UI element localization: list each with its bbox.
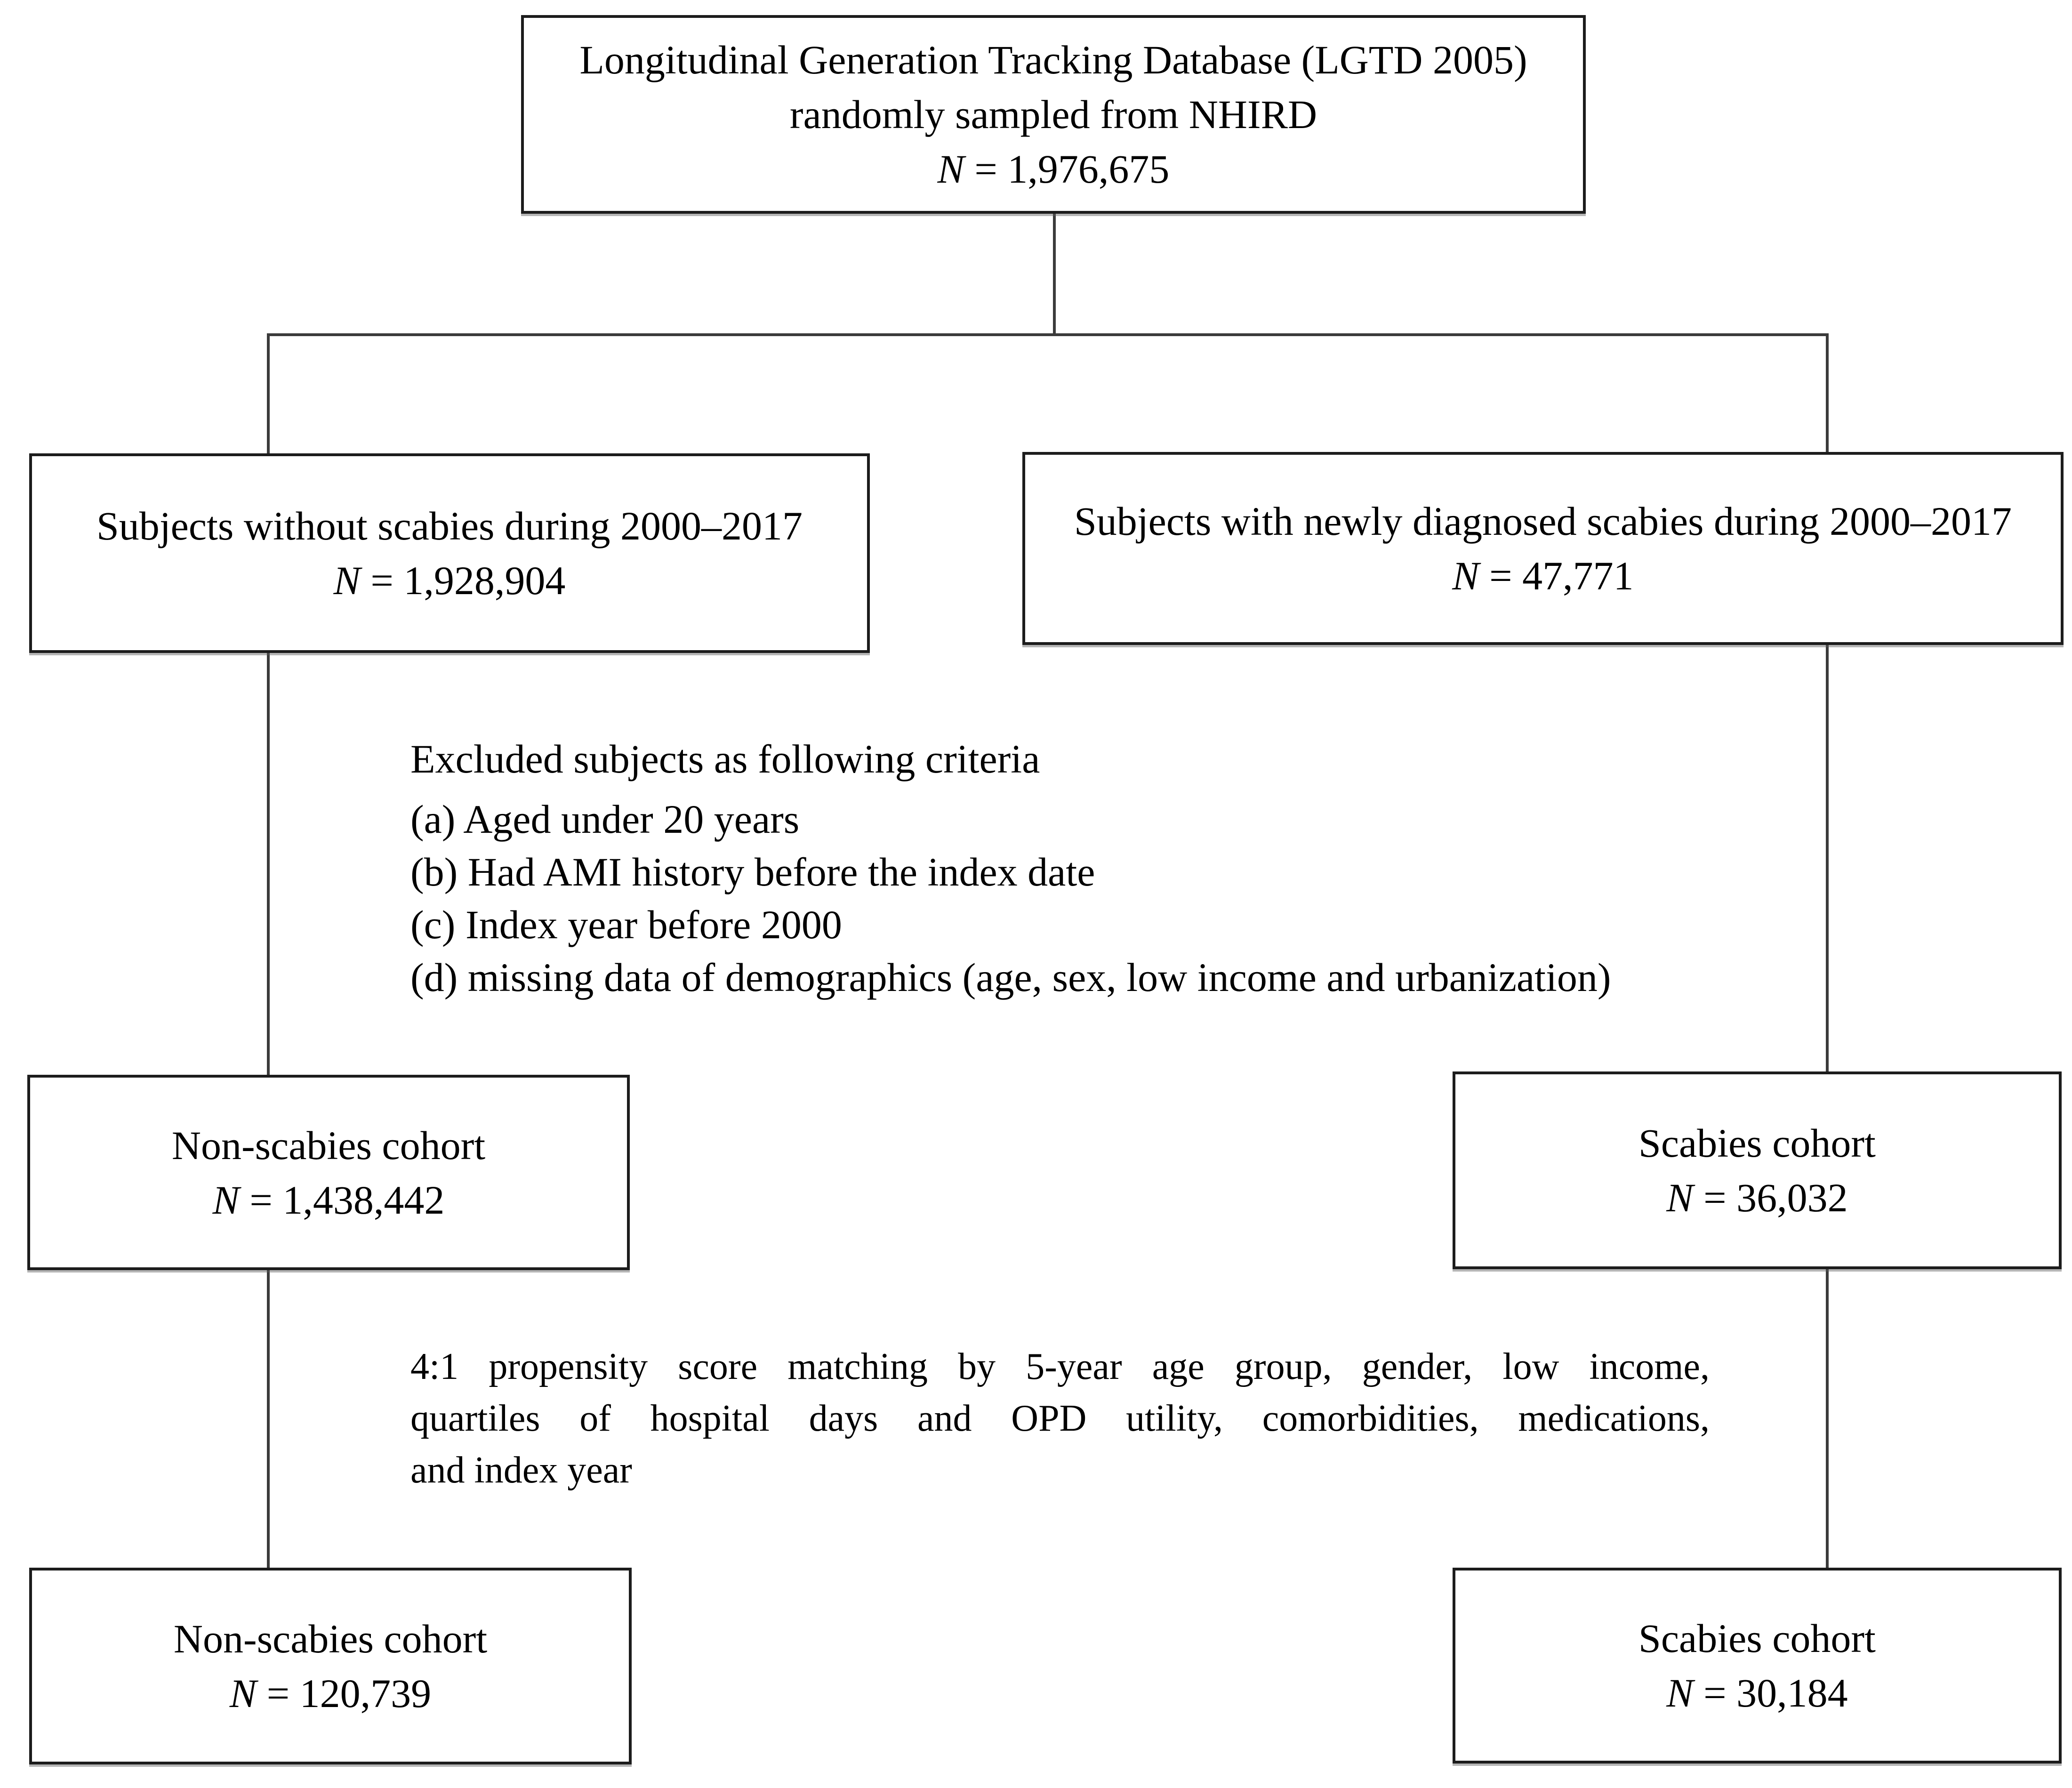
box-title-line: Subjects without scabies during 2000–201… [96, 503, 803, 548]
n-symbol: N [212, 1177, 240, 1223]
n-symbol: N [1666, 1670, 1694, 1716]
connector-left-matching-down [267, 1268, 270, 1569]
n-count-line: N = 36,032 [1666, 1170, 1847, 1225]
box-non-scabies-cohort: Non-scabies cohort N = 1,438,442 [27, 1075, 630, 1270]
box-subjects-with-scabies: Subjects with newly diagnosed scabies du… [1022, 452, 2064, 645]
connector-source-down [1053, 212, 1056, 335]
exclusion-item-b: (b) Had AMI history before the index dat… [410, 849, 1095, 894]
connector-branch-horizontal [267, 333, 1829, 336]
n-value: = 120,739 [257, 1671, 432, 1716]
n-value: = 1,976,675 [964, 146, 1170, 192]
n-value: = 1,438,442 [239, 1177, 445, 1223]
exclusion-item-c: (c) Index year before 2000 [410, 902, 842, 947]
n-symbol: N [333, 558, 361, 603]
box-scabies-cohort-matched: Scabies cohort N = 30,184 [1453, 1568, 2062, 1764]
exclusion-heading: Excluded subjects as following criteria [410, 736, 1040, 781]
n-value: = 47,771 [1479, 553, 1634, 598]
n-count-line: N = 1,976,675 [938, 142, 1170, 196]
box-title-line: Non-scabies cohort [171, 1122, 486, 1168]
box-subjects-without-scabies: Subjects without scabies during 2000–201… [29, 453, 870, 653]
n-value: = 36,032 [1693, 1175, 1848, 1220]
box-title-line: Non-scabies cohort [173, 1616, 488, 1661]
n-symbol: N [1666, 1175, 1694, 1220]
box-subtitle-line: randomly sampled from NHIRD [789, 92, 1317, 137]
exclusion-item-a: (a) Aged under 20 years [410, 797, 800, 842]
exclusion-criteria-note: Excluded subjects as following criteria … [410, 733, 1728, 1004]
n-count-line: N = 1,928,904 [334, 553, 566, 608]
connector-right-exclusion-down [1826, 643, 1829, 1072]
box-title-line: Longitudinal Generation Tracking Databas… [579, 37, 1527, 82]
n-symbol: N [229, 1671, 257, 1716]
matching-note: 4:1 propensity score matching by 5-year … [410, 1341, 1710, 1496]
n-count-line: N = 30,184 [1666, 1666, 1847, 1720]
exclusion-item-d: (d) missing data of demographics (age, s… [410, 955, 1611, 1000]
n-value: = 1,928,904 [360, 558, 566, 603]
connector-right-branch-down [1826, 333, 1829, 454]
n-count-line: N = 1,438,442 [213, 1173, 445, 1227]
connector-left-exclusion-down [267, 651, 270, 1076]
box-title-line: Scabies cohort [1638, 1120, 1876, 1166]
n-count-line: N = 47,771 [1452, 548, 1633, 603]
box-title-line: Subjects with newly diagnosed scabies du… [1074, 499, 2012, 544]
box-non-scabies-cohort-matched: Non-scabies cohort N = 120,739 [29, 1568, 632, 1764]
n-symbol: N [937, 146, 964, 192]
matching-line-2: quartiles of hospital days and OPD utili… [410, 1398, 1710, 1439]
connector-left-branch-down [267, 333, 270, 456]
connector-right-matching-down [1826, 1267, 1829, 1569]
n-symbol: N [1452, 553, 1479, 598]
matching-line-1: 4:1 propensity score matching by 5-year … [410, 1346, 1710, 1387]
matching-line-3: and index year [410, 1450, 632, 1491]
n-count-line: N = 120,739 [230, 1666, 431, 1721]
box-lgtd-source: Longitudinal Generation Tracking Databas… [521, 15, 1586, 214]
box-scabies-cohort: Scabies cohort N = 36,032 [1453, 1071, 2062, 1269]
n-value: = 30,184 [1693, 1670, 1848, 1716]
box-title-line: Scabies cohort [1638, 1616, 1876, 1661]
